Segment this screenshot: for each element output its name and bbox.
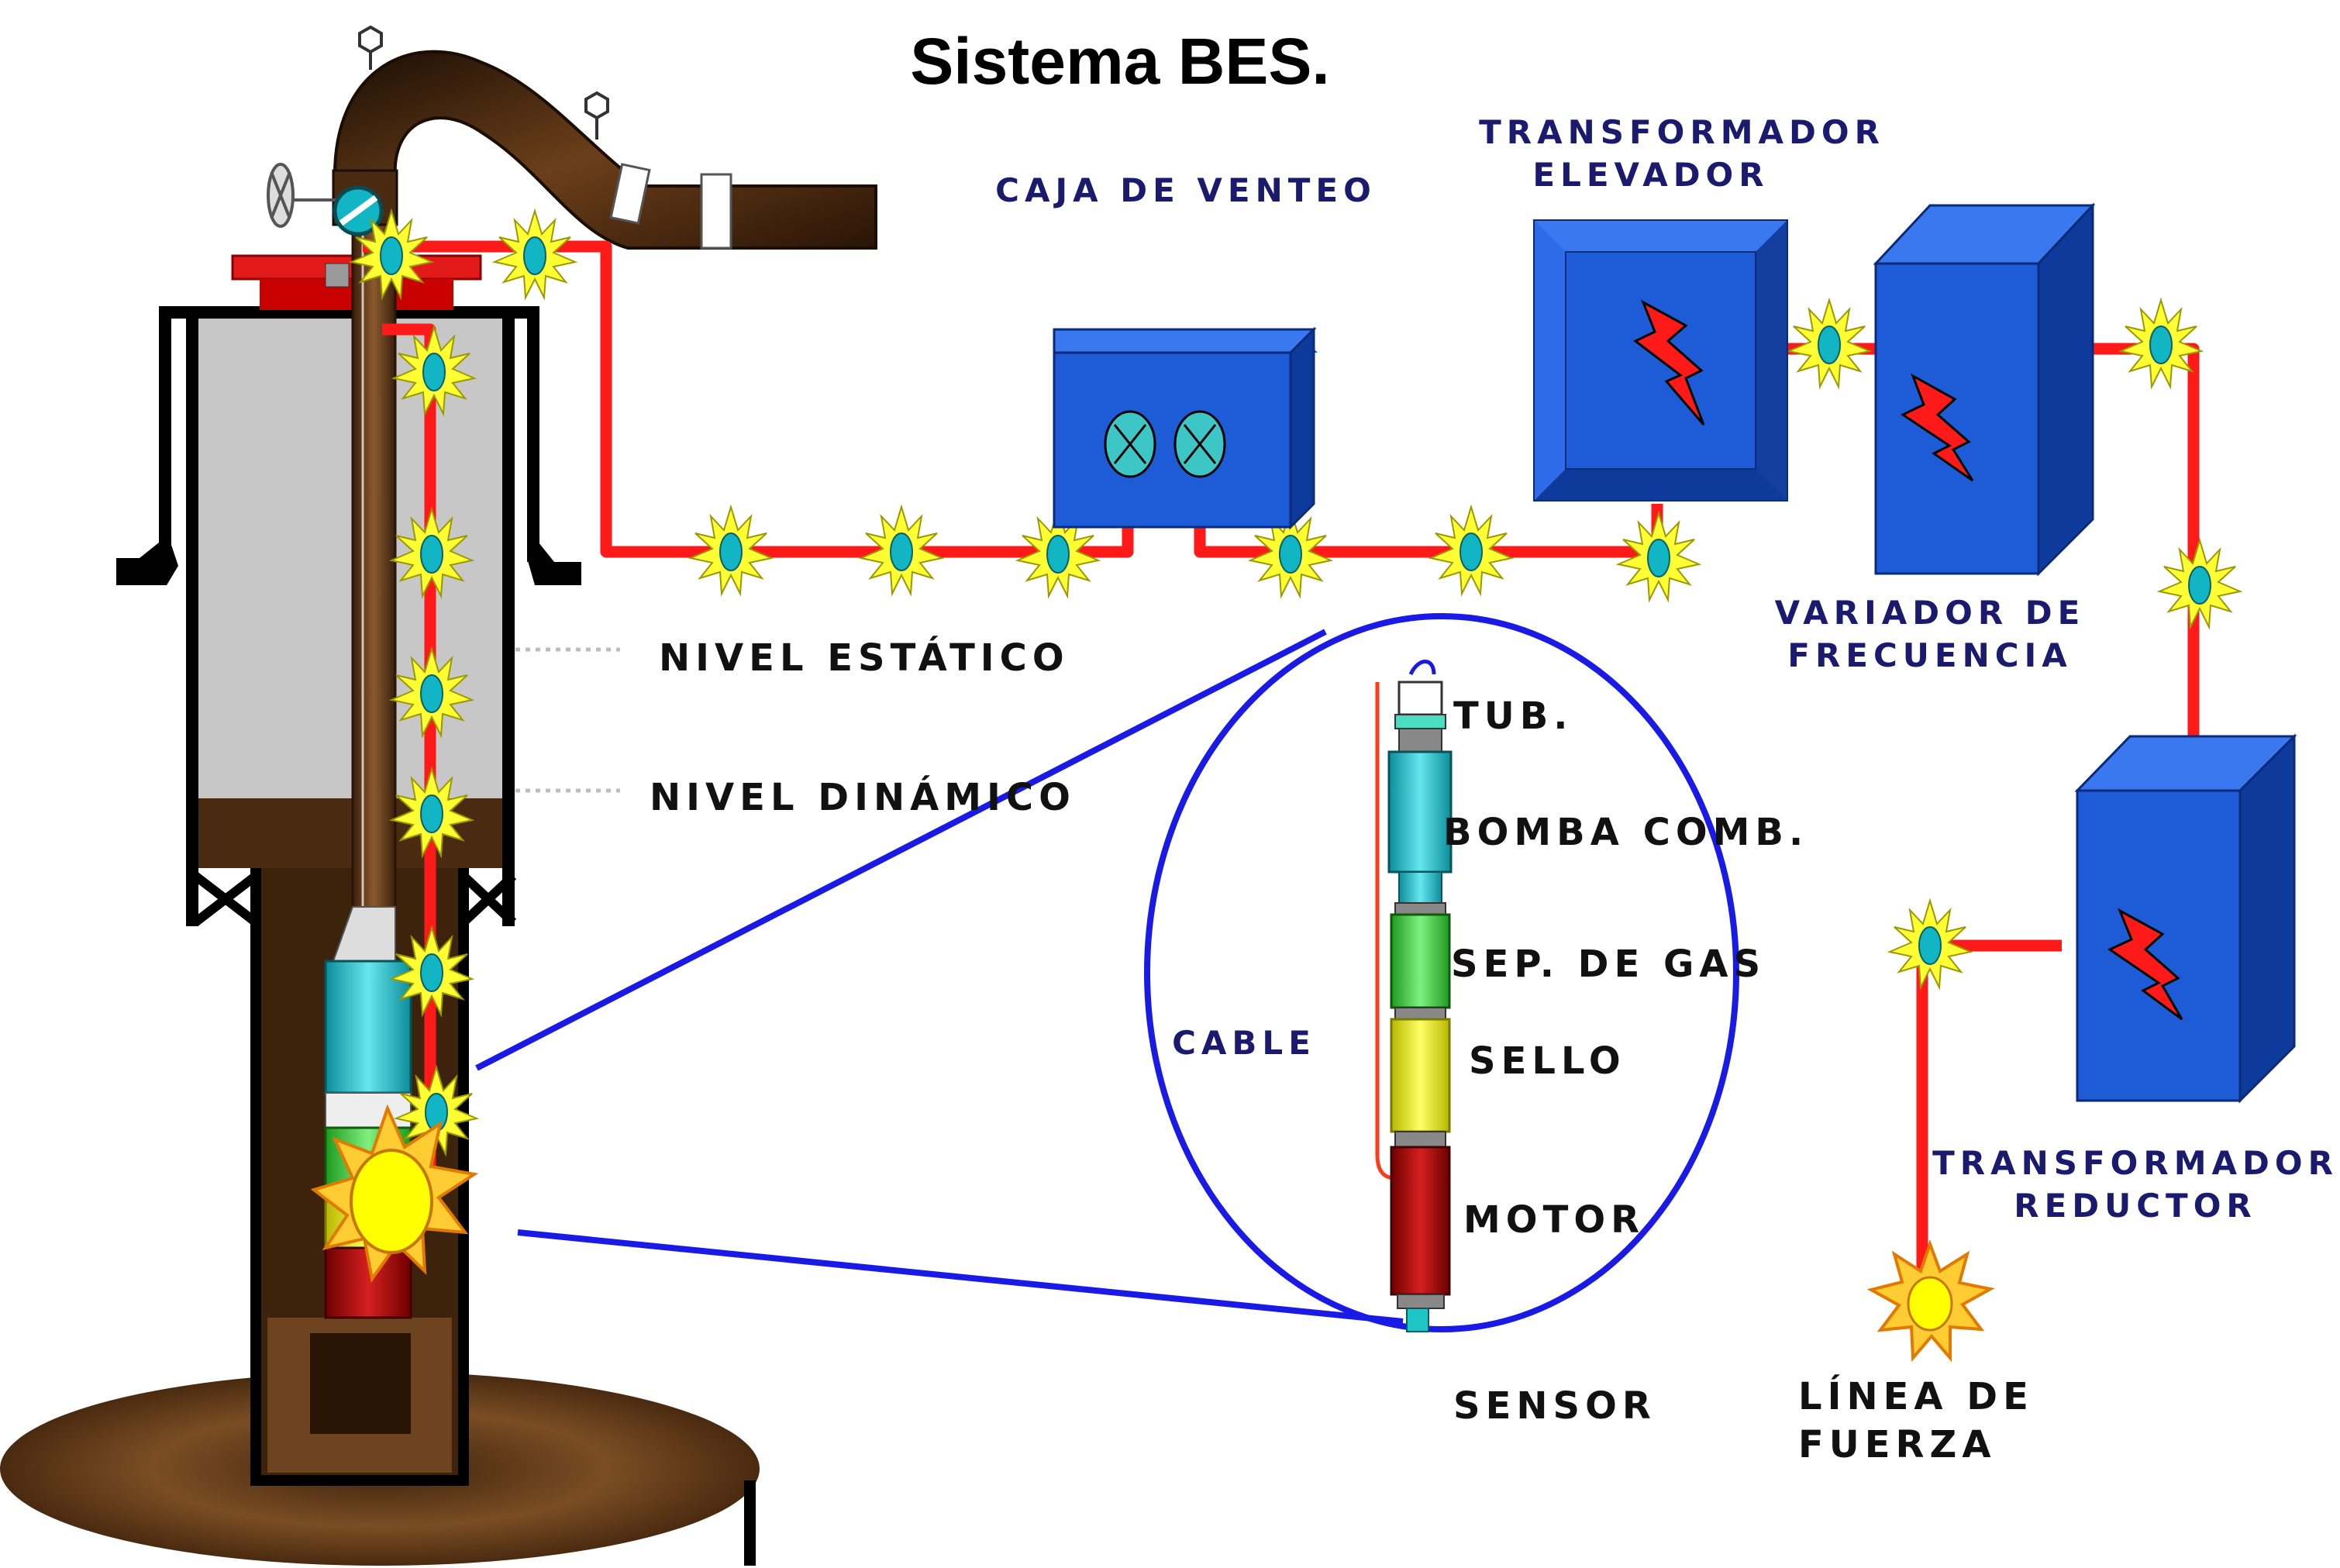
- label-nivel-dinamico: NIVEL DINÁMICO: [650, 775, 1076, 819]
- power-line-spark-icon: [1866, 1239, 1995, 1363]
- label-nivel-estatico: NIVEL ESTÁTICO: [659, 636, 1070, 680]
- frequency-variator: [1873, 202, 2096, 577]
- callout: [475, 613, 1739, 1332]
- discharge-pipe: [333, 50, 877, 250]
- label-bomba: BOMBA COMB.: [1443, 811, 1808, 854]
- step-down-transformer: [2074, 733, 2297, 1104]
- indicator-lamp-icon: [1173, 410, 1226, 478]
- label-transformador-reductor-1: TRANSFORMADOR: [1932, 1144, 2338, 1182]
- label-sello: SELLO: [1469, 1039, 1626, 1083]
- pump-section: [1387, 750, 1453, 874]
- sensor-section: [1406, 1308, 1429, 1332]
- label-motor: MOTOR: [1463, 1198, 1645, 1242]
- lightning-icon: [1900, 373, 1974, 482]
- motor-section: [1390, 1146, 1451, 1296]
- label-variador-2: FRECUENCIA: [1787, 636, 2072, 674]
- junction-spark-icon: [310, 1104, 479, 1283]
- indicator-lamp-icon: [1104, 410, 1156, 478]
- label-sep-gas: SEP. DE GAS: [1451, 943, 1766, 986]
- diagram-title: Sistema BES.: [910, 25, 1330, 98]
- production-tubing: [351, 215, 397, 916]
- gas-separator-section: [1390, 913, 1451, 1009]
- lightning-icon: [1633, 299, 1705, 426]
- label-transformador-reductor-2: REDUCTOR: [2014, 1187, 2257, 1225]
- label-caja-venteo: CAJA DE VENTEO: [995, 171, 1377, 209]
- label-variador-1: VARIADOR DE: [1775, 594, 2086, 632]
- seal-section: [1390, 1018, 1451, 1133]
- label-linea-fuerza-2: FUERZA: [1798, 1423, 1996, 1466]
- bolt-icon: [584, 91, 609, 120]
- label-linea-fuerza-1: LÍNEA DE: [1798, 1374, 2034, 1418]
- label-sensor: SENSOR: [1453, 1384, 1656, 1428]
- label-tub: TUB.: [1453, 694, 1573, 738]
- magnifier-circle: [1144, 613, 1739, 1332]
- vent-box: [1053, 326, 1318, 530]
- label-transformador-elevador-2: ELEVADOR: [1532, 156, 1769, 194]
- label-transformador-elevador-1: TRANSFORMADOR: [1479, 113, 1885, 151]
- lightning-icon: [2107, 908, 2183, 1021]
- label-cable: CABLE: [1172, 1024, 1316, 1062]
- step-up-transformer: [1533, 219, 1788, 501]
- bolt-icon: [358, 25, 383, 54]
